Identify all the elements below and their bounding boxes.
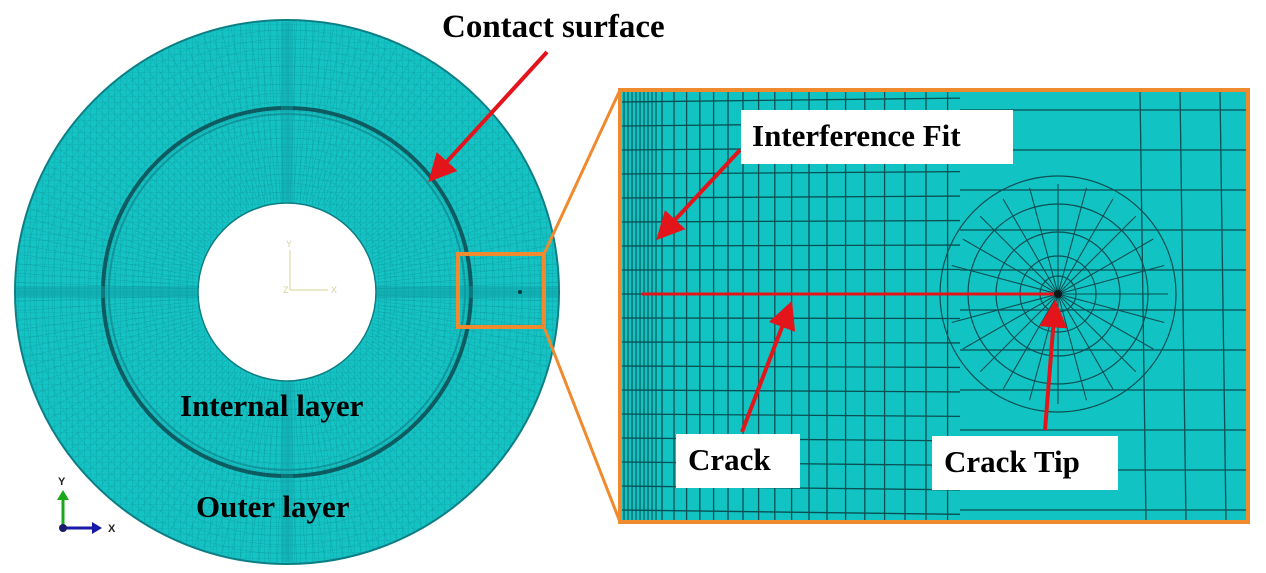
center-triad-y: Y	[286, 239, 292, 249]
label-outer-layer: Outer layer	[196, 489, 350, 524]
triad-x-head	[92, 522, 102, 534]
zoom-connector-top	[542, 89, 622, 255]
contact-surface-ring	[101, 106, 473, 478]
bore-hole	[197, 202, 377, 382]
label-box-crack-tip: Crack Tip	[932, 436, 1118, 490]
crack-tip-point	[1054, 290, 1062, 298]
arrows	[428, 50, 1068, 433]
triad-x-label: X	[108, 523, 116, 535]
zoom-region-box	[456, 252, 546, 329]
center-triad-x: X	[331, 285, 337, 295]
label-box-crack: Crack	[676, 434, 800, 488]
arrow-crack-tip	[1039, 299, 1068, 431]
label-box-interference-fit: Interference Fit	[741, 110, 1013, 164]
arrow-contact-surface	[428, 50, 549, 183]
global-triad: Y X	[57, 476, 116, 535]
contact-surface-shadow	[108, 113, 466, 471]
label-internal-layer: Internal layer	[180, 388, 364, 423]
triad-y-head	[57, 490, 69, 500]
triad-y-label: Y	[58, 476, 66, 488]
arrow-interference-fit	[656, 148, 742, 241]
ring-model: Y Z X	[14, 19, 560, 565]
label-contact-surface: Contact surface	[442, 9, 665, 45]
center-triad: Y Z X	[283, 239, 337, 295]
label-crack-tip: Crack Tip	[944, 444, 1080, 479]
label-crack: Crack	[688, 442, 771, 477]
center-triad-z: Z	[283, 285, 289, 295]
arrow-crack	[740, 300, 796, 433]
crack-marker-small	[518, 290, 522, 294]
triad-origin	[59, 524, 67, 532]
zoom-connector-bottom	[542, 326, 622, 523]
zoom-callout-frame	[618, 88, 1250, 524]
label-interference-fit: Interference Fit	[752, 118, 961, 153]
radial-mesh-lines	[17, 22, 557, 562]
